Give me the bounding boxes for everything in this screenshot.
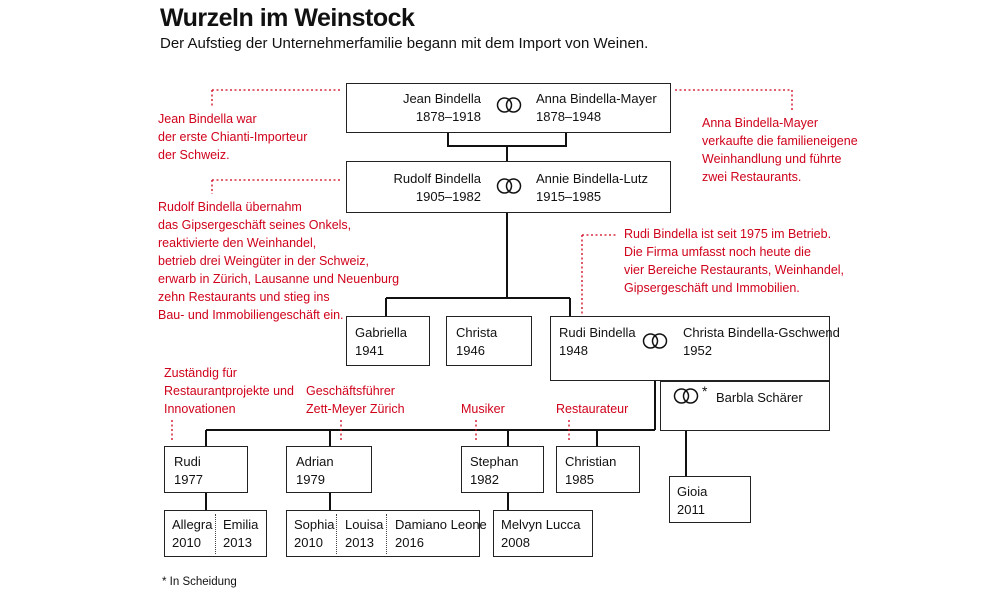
- child-box: [556, 446, 640, 493]
- footnote: * In Scheidung: [162, 576, 237, 588]
- couple-box-gen3: [550, 316, 830, 381]
- person-name: Damiano Leone: [395, 517, 487, 532]
- divider: [215, 514, 216, 554]
- couple-box-gen2: [346, 161, 671, 213]
- person-name: Christian: [565, 454, 617, 469]
- child-box: [669, 476, 751, 523]
- wedding-rings-icon: [642, 333, 668, 349]
- wedding-rings-icon: [496, 178, 522, 194]
- child-box: [164, 446, 248, 493]
- person-years: 2013: [345, 535, 374, 550]
- grandchildren-box: [286, 510, 480, 557]
- person-years: 1878–1918: [415, 109, 481, 124]
- note-christian: Restaurateur: [556, 402, 629, 416]
- person-years: 1982: [470, 472, 499, 487]
- person-name: Christa: [456, 325, 498, 340]
- grandchildren-box: [493, 510, 593, 557]
- person-years: 2010: [172, 535, 201, 550]
- couple-box-gen1: [346, 83, 671, 133]
- person-name: Emilia: [223, 517, 259, 532]
- divorce-marker: *: [702, 383, 708, 399]
- person-years: 1977: [174, 472, 203, 487]
- note-stephan: Musiker: [461, 402, 505, 416]
- person-years: 1985: [565, 472, 594, 487]
- person-name: Sophia: [294, 517, 335, 532]
- person-name: Barbla Schärer: [716, 390, 803, 405]
- person-years: 1946: [456, 343, 485, 358]
- divider: [386, 514, 387, 554]
- person-name: Adrian: [296, 454, 334, 469]
- person-name: Jean Bindella: [402, 91, 481, 106]
- person-name: Stephan: [470, 454, 519, 469]
- person-years: 1948: [559, 343, 588, 358]
- sibling-box: [446, 316, 532, 366]
- child-box: [286, 446, 372, 493]
- person-years: 2016: [395, 535, 424, 550]
- person-years: 1979: [296, 472, 325, 487]
- person-years: 1941: [355, 343, 384, 358]
- person-years: 1878–1948: [536, 109, 602, 124]
- person-name: Louisa: [345, 517, 384, 532]
- person-years: 2013: [223, 535, 252, 550]
- line-gen1-couple: [447, 133, 567, 147]
- person-name: Christa Bindella-Gschwend: [683, 325, 840, 340]
- page-title: Wurzeln im Weinstock: [160, 4, 415, 32]
- person-name: Allegra: [172, 517, 213, 532]
- person-name: Melvyn Lucca: [501, 517, 581, 532]
- person-name: Gioia: [677, 484, 708, 499]
- note-rudi: Rudi Bindella ist seit 1975 im Betrieb.D…: [624, 227, 845, 295]
- child-box: [461, 446, 544, 493]
- person-name: Rudi Bindella: [559, 325, 636, 340]
- person-name: Annie Bindella-Lutz: [536, 171, 649, 186]
- person-years: 2011: [677, 502, 705, 517]
- person-years: 2010: [294, 535, 323, 550]
- person-years: 1952: [683, 343, 712, 358]
- person-years: 1915–1985: [536, 189, 602, 204]
- wedding-rings-icon: [496, 97, 522, 113]
- person-years: 1905–1982: [415, 189, 481, 204]
- sibling-box: [346, 316, 430, 366]
- divider: [336, 514, 337, 554]
- person-name: Rudolf Bindella: [393, 171, 481, 186]
- person-name: Rudi: [174, 454, 201, 469]
- person-name: Gabriella: [355, 325, 408, 340]
- wedding-rings-icon: [673, 388, 699, 404]
- person-years: 2008: [501, 535, 530, 550]
- person-name: Anna Bindella-Mayer: [536, 91, 657, 106]
- page-subtitle: Der Aufstieg der Unternehmerfamilie bega…: [160, 35, 649, 52]
